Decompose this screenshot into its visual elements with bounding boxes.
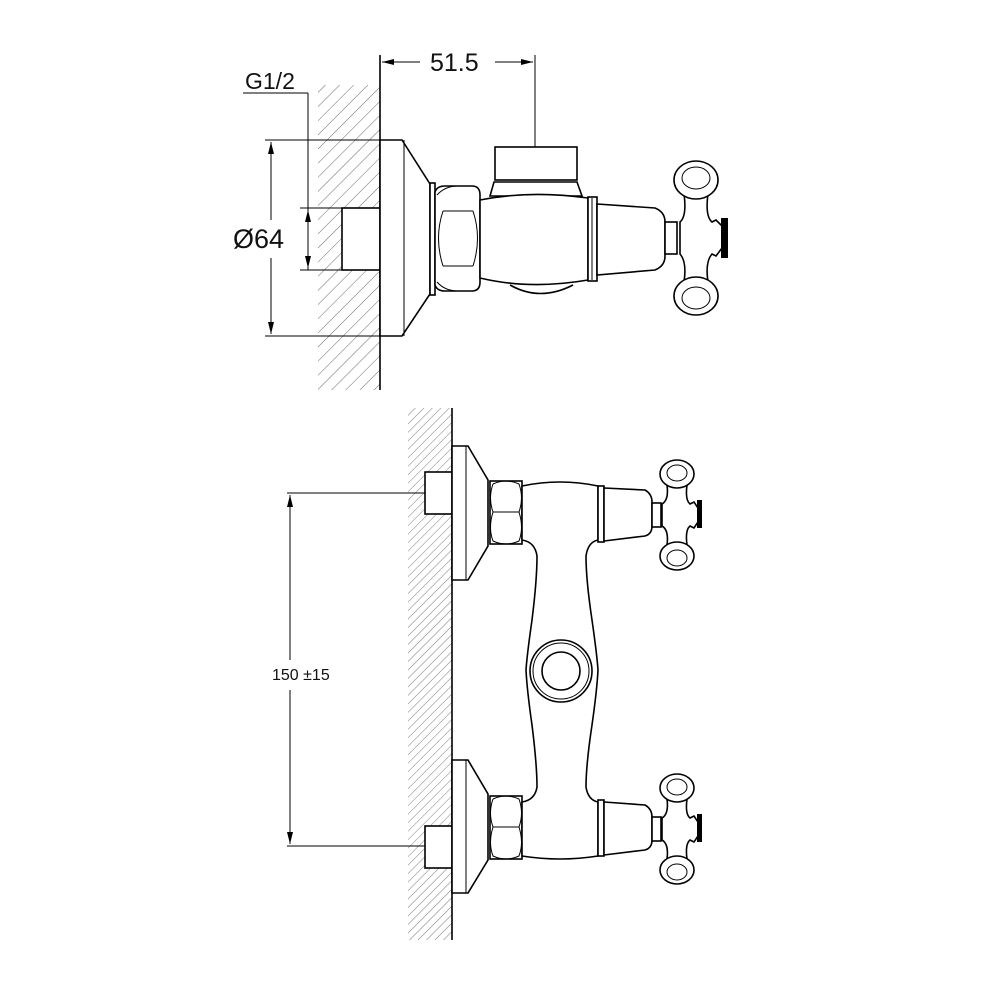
thread-label: G1/2 bbox=[245, 68, 295, 94]
center-distance-dimension bbox=[287, 492, 425, 847]
lower-cross-handle[interactable] bbox=[651, 773, 702, 885]
diameter-dimension bbox=[265, 139, 382, 337]
thread-leader bbox=[243, 92, 345, 271]
lower-valve bbox=[597, 773, 702, 885]
upper-inlet bbox=[424, 445, 523, 581]
pipe-stub bbox=[341, 207, 381, 271]
center-distance-label: 150 ±15 bbox=[272, 667, 330, 684]
wall-flange bbox=[379, 139, 436, 337]
side-view bbox=[243, 55, 728, 390]
upper-cross-handle[interactable] bbox=[651, 459, 702, 571]
hex-nut bbox=[434, 185, 481, 292]
valve-body bbox=[479, 146, 666, 295]
front-view bbox=[287, 408, 702, 940]
lower-inlet bbox=[424, 759, 523, 894]
upper-valve bbox=[597, 459, 702, 571]
diameter-label: Ø64 bbox=[233, 224, 285, 254]
mixer-body bbox=[521, 481, 599, 860]
depth-dimension-label: 51.5 bbox=[428, 49, 481, 77]
depth-dimension bbox=[382, 55, 536, 147]
cross-handle[interactable] bbox=[664, 160, 728, 316]
